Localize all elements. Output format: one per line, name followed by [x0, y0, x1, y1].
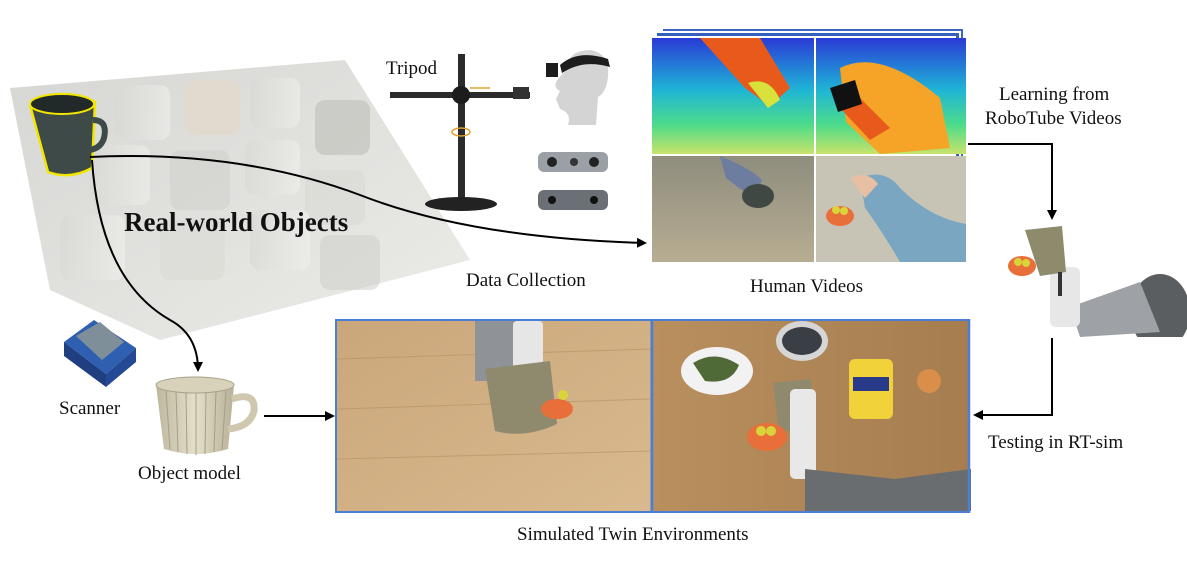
real-world-objects-title: Real-world Objects: [124, 207, 349, 237]
arrow-to-object-model: [91, 159, 203, 372]
human-videos-label: Human Videos: [750, 276, 864, 297]
scanner-label: Scanner: [59, 398, 121, 419]
data-collection-label: Data Collection: [466, 270, 586, 291]
simulated-environments-image: [335, 319, 971, 513]
highlighted-mug: [28, 92, 108, 177]
tripod-image: [390, 54, 530, 211]
robot-arm-image: [1008, 226, 1187, 337]
arrow-learning: [968, 143, 1057, 220]
depth-camera-image: [538, 152, 608, 210]
real-world-objects-image: [10, 60, 470, 340]
object-model-label: Object model: [138, 463, 241, 484]
learning-label-line1: Learning from: [999, 84, 1110, 105]
tripod-label: Tripod: [386, 58, 438, 79]
head-camera-image: [546, 50, 610, 125]
simulated-twin-label: Simulated Twin Environments: [517, 524, 749, 545]
arrow-testing: [973, 338, 1053, 420]
testing-label: Testing in RT-sim: [988, 432, 1124, 453]
learning-label-line2: RoboTube Videos: [985, 108, 1122, 129]
arrow-to-human-videos: [89, 155, 647, 248]
object-model-image: [155, 376, 258, 455]
scanner-image: [64, 320, 136, 387]
human-videos-image: [650, 28, 966, 262]
